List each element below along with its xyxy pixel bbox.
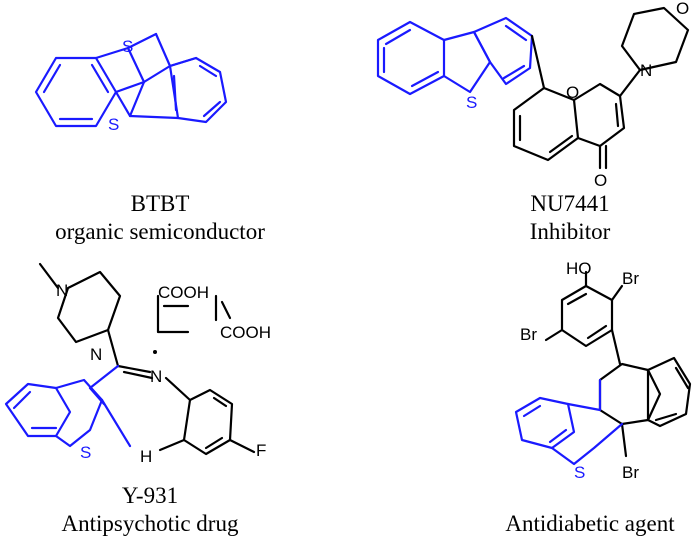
nu7441-dibenzothiophene xyxy=(376,16,534,96)
nu7441-o-keto-label: O xyxy=(594,171,607,190)
btbt-left-benzene xyxy=(34,56,118,128)
nu7441-o-ring-label: O xyxy=(566,83,579,102)
antidiabetic-description: Antidiabetic agent xyxy=(505,511,675,536)
antidiabetic-br1-label: Br xyxy=(622,269,639,288)
y931-h-label: H xyxy=(140,447,152,466)
btbt-name: BTBT xyxy=(130,191,190,216)
y931-structure xyxy=(4,262,256,456)
y931-n-methyl-label: N xyxy=(56,281,68,300)
y931-cooh1-label: COOH xyxy=(158,283,209,302)
y931-caption: Y-931 Antipsychotic drug xyxy=(0,482,300,538)
antidiabetic-phenol-anthracene xyxy=(544,270,692,458)
btbt-right-benzene xyxy=(168,56,228,124)
nu7441-description: Inhibitor xyxy=(529,219,611,244)
nu7441-caption: NU7441 Inhibitor xyxy=(440,190,700,246)
y931-cooh2-label: COOH xyxy=(220,323,271,342)
nu7441-chromone xyxy=(512,6,690,170)
y931-n-imine-label: N xyxy=(150,367,162,386)
nu7441-structure xyxy=(376,6,690,170)
y931-benzothiophene xyxy=(4,364,132,448)
y931-piperazine-and-diazepine xyxy=(38,262,256,456)
antidiabetic-ho-label: HO xyxy=(566,259,592,278)
antidiabetic-caption: Antidiabetic agent xyxy=(480,510,700,538)
btbt-s1-label: S xyxy=(122,37,133,56)
antidiabetic-structure xyxy=(514,270,692,466)
nu7441-o-morph-label: O xyxy=(676,0,689,18)
btbt-thiophene-1 xyxy=(94,46,146,94)
antidiabetic-s-label: S xyxy=(574,463,585,482)
antidiabetic-br2-label: Br xyxy=(520,325,537,344)
y931-f-label: F xyxy=(256,441,266,460)
antidiabetic-br3-label: Br xyxy=(622,463,639,482)
btbt-description: organic semiconductor xyxy=(55,219,265,244)
y931-s-label: S xyxy=(80,443,91,462)
btbt-s2-label: S xyxy=(108,115,119,134)
nu7441-name: NU7441 xyxy=(530,191,610,216)
btbt-caption: BTBT organic semiconductor xyxy=(0,190,320,246)
antidiabetic-benzothiophene xyxy=(514,378,624,466)
nu7441-n-label: N xyxy=(640,61,652,80)
nu7441-s-label: S xyxy=(466,93,477,112)
adduct-dot xyxy=(153,350,157,354)
btbt-structure xyxy=(34,32,228,128)
y931-description: Antipsychotic drug xyxy=(61,511,239,536)
y931-name: Y-931 xyxy=(121,483,179,508)
y931-n-amine-label: N xyxy=(90,345,102,364)
